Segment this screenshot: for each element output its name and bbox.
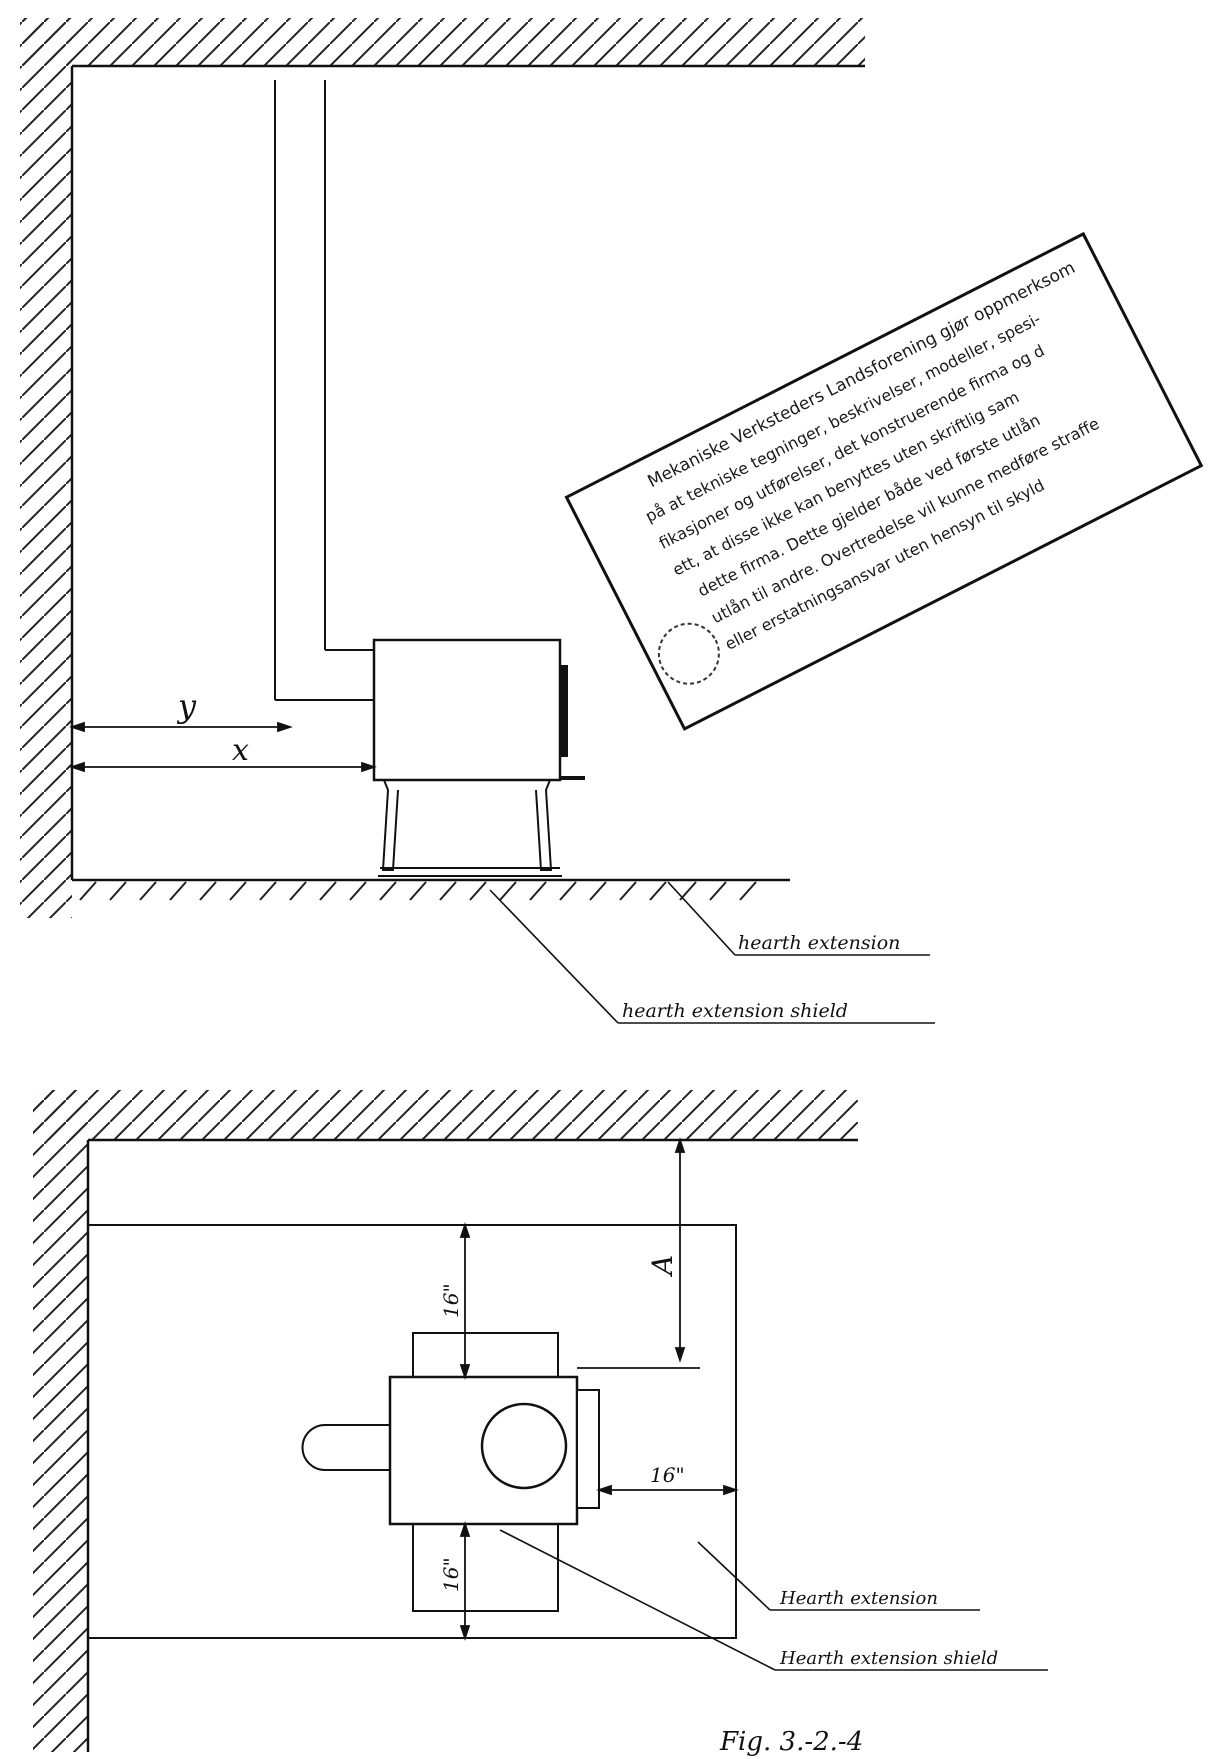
copyright-stamp: Mekaniske Verksteders Landsforening gjør…: [564, 231, 1204, 731]
side-view: y x hearth extension hearth extension sh…: [20, 18, 935, 1024]
stamp-seal: [657, 622, 720, 685]
left-wall-hatch: [20, 18, 72, 918]
stove-door-top: [576, 1389, 600, 1509]
rear-clearance-label: 16": [439, 1557, 463, 1592]
dimension-x-label: x: [232, 733, 249, 768]
hearth-shield-leader: [489, 889, 619, 1024]
top-hearth-label: Hearth extension: [779, 1588, 938, 1609]
dimension-x: [69, 761, 377, 773]
hearth-extension-label: hearth extension: [738, 932, 900, 954]
top-shield-label: Hearth extension shield: [779, 1648, 998, 1669]
stove-body: [372, 638, 562, 782]
flue-pipe: [274, 80, 374, 701]
stove-door: [560, 665, 568, 757]
hearth-shield-label: hearth extension shield: [622, 1000, 848, 1022]
floor-hatch: [79, 881, 757, 901]
ceiling-hatch: [20, 18, 865, 66]
side-clearance-label: 16": [650, 1463, 685, 1487]
dimension-a-label: A: [646, 1255, 679, 1278]
stamp-border: [564, 231, 1204, 731]
dimension-y: [69, 721, 293, 733]
dimension-a: [577, 1137, 700, 1369]
dimension-front-clearance: [459, 1222, 471, 1380]
top-wall-hatch: [33, 1090, 858, 1140]
dimension-side-clearance: [596, 1484, 739, 1496]
stove-legs: [378, 779, 562, 877]
flue-collar: [480, 1402, 568, 1490]
dimension-rear-clearance: [459, 1521, 471, 1641]
hearth-extension-leader: [667, 881, 736, 956]
top-hearth-leader: [697, 1541, 771, 1611]
figure-label: Fig. 3.-2.-4: [719, 1727, 863, 1757]
top-shield-leader: [499, 1529, 776, 1671]
front-clearance-label: 16": [439, 1283, 463, 1318]
hearth-extension-plate: [87, 1224, 737, 1639]
rear-flue-pipe: [301, 1424, 390, 1471]
dimension-y-label: y: [176, 687, 197, 725]
top-left-wall-hatch: [33, 1090, 88, 1752]
stove-top: [388, 1375, 579, 1526]
top-view: A 16" 16" 16" Hearth extension Hearth ex…: [33, 1090, 1048, 1752]
